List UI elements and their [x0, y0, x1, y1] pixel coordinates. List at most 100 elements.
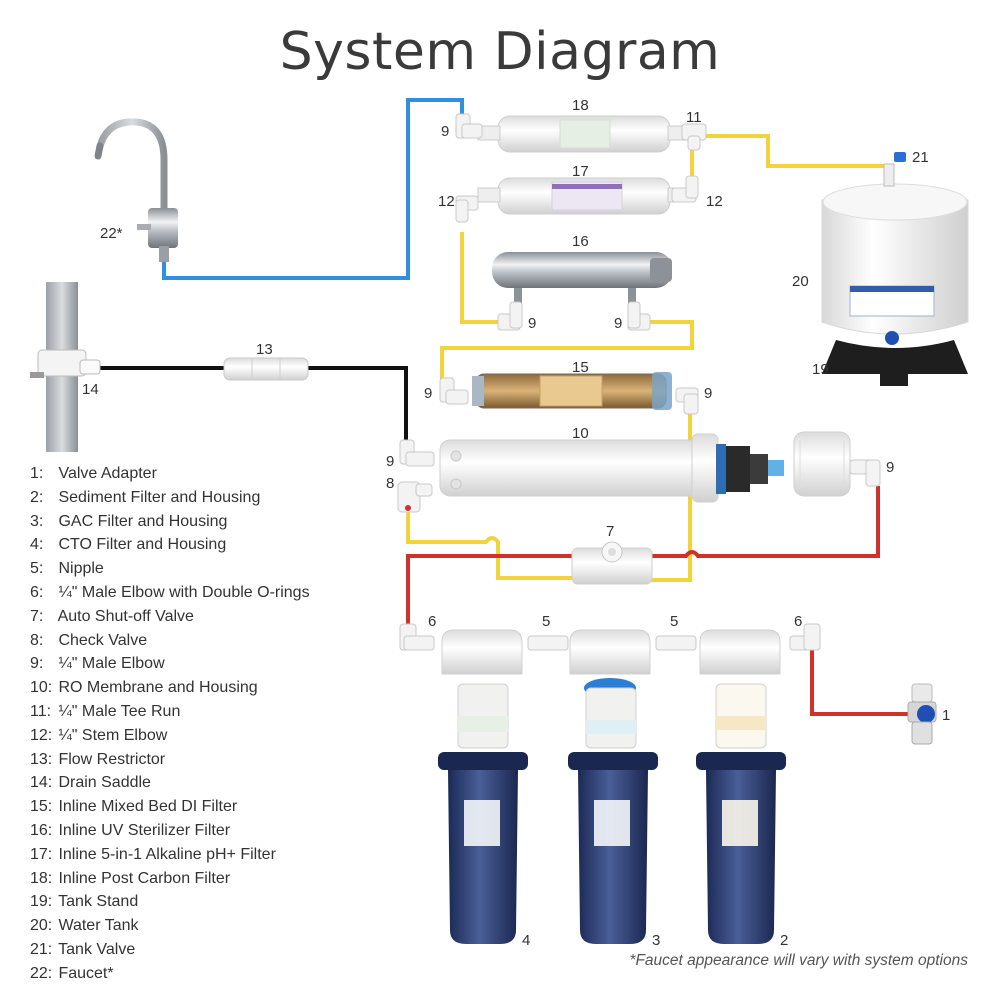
gac-filter-housing: [568, 629, 658, 944]
legend-item: 8: Check Valve: [30, 629, 310, 653]
legend-item: 15: Inline Mixed Bed DI Filter: [30, 795, 310, 819]
legend-number: 4:: [30, 536, 44, 554]
legend-text: Inline Post Carbon Filter: [58, 869, 231, 887]
legend-text: Sediment Filter and Housing: [58, 488, 261, 506]
callout-16: 16: [572, 233, 589, 250]
inline-di-filter: [472, 372, 672, 410]
legend-item: 5: Nipple: [30, 557, 310, 581]
legend-text: Valve Adapter: [58, 465, 157, 482]
legend-number: 5:: [30, 560, 44, 578]
callout-15: 15: [572, 359, 589, 376]
legend-text: ¼" Male Elbow with Double O-rings: [58, 583, 310, 601]
legend-item: 16: Inline UV Sterilizer Filter: [30, 819, 310, 843]
legend-number: 15:: [30, 798, 53, 816]
feed-tubing: [406, 486, 910, 716]
callout-9-membrane-cap: 9: [886, 459, 894, 476]
tank-valve: [883, 152, 906, 187]
legend-number: 3:: [30, 512, 44, 530]
callout-5-left: 5: [542, 613, 550, 630]
faucet-footnote: *Faucet appearance will vary with system…: [629, 952, 968, 969]
legend-number: 12:: [30, 726, 53, 744]
callout-13: 13: [256, 341, 273, 358]
legend-number: 18:: [30, 869, 53, 887]
callout-9-di-out: 9: [704, 385, 712, 402]
callout-8: 8: [386, 475, 394, 492]
product-tubing: [406, 134, 890, 582]
callout-9-membrane-in: 9: [386, 453, 394, 470]
inline-post-carbon-filter: [477, 115, 691, 153]
diagram-title: System Diagram: [279, 22, 721, 82]
callout-14: 14: [82, 381, 99, 398]
check-valve: [397, 481, 433, 513]
legend-number: 1:: [30, 465, 44, 482]
callout-6-right: 6: [794, 613, 802, 630]
legend-text: CTO Filter and Housing: [58, 536, 227, 554]
valve-adapter: [907, 683, 937, 745]
legend-item: 1: Valve Adapter: [30, 462, 310, 486]
legend-number: 6:: [30, 583, 44, 601]
callout-9-uv-out: 9: [614, 315, 622, 332]
legend-item: 6: ¼" Male Elbow with Double O-rings: [30, 581, 310, 605]
legend-number: 13:: [30, 750, 53, 768]
legend-item: 4: CTO Filter and Housing: [30, 533, 310, 557]
callout-7: 7: [606, 523, 614, 540]
callout-1: 1: [942, 707, 950, 724]
legend-item: 19: Tank Stand: [30, 890, 310, 914]
legend-number: 10:: [30, 679, 53, 697]
legend-item: 22: Faucet*: [30, 962, 310, 986]
callout-labels: 1 2 3 4 5 5 6 6 7 8 9 9 9 9 9 9 9 10 11 …: [82, 97, 950, 949]
water-tank: [821, 183, 969, 345]
callout-3: 3: [652, 932, 660, 949]
legend-number: 21:: [30, 940, 53, 958]
callout-18: 18: [572, 97, 589, 114]
legend-number: 22:: [30, 964, 53, 982]
flow-restrictor: [223, 357, 309, 381]
elbow-fittings: [399, 113, 881, 651]
legend-number: 16:: [30, 821, 53, 839]
drain-tubing: [96, 366, 408, 446]
legend-item: 3: GAC Filter and Housing: [30, 510, 310, 534]
legend-text: Tank Valve: [58, 940, 136, 958]
legend-item: 10: RO Membrane and Housing: [30, 676, 310, 700]
legend-text: Auto Shut-off Valve: [57, 607, 194, 625]
legend-text: Inline Mixed Bed DI Filter: [58, 798, 238, 816]
faucet-tubing: [162, 98, 464, 280]
legend-text: Check Valve: [58, 631, 148, 649]
drain-saddle: [30, 349, 101, 378]
legend-text: ¼" Male Elbow: [58, 655, 165, 673]
legend-number: 8:: [30, 631, 44, 649]
auto-shutoff-valve: [571, 541, 653, 585]
legend-text: GAC Filter and Housing: [58, 512, 228, 530]
legend-text: Inline 5-in-1 Alkaline pH+ Filter: [58, 845, 276, 863]
cto-filter-housing: [438, 629, 528, 944]
legend-number: 20:: [30, 917, 53, 935]
legend-text: Faucet*: [58, 964, 114, 982]
legend-text: Flow Restrictor: [58, 750, 166, 768]
legend-item: 12: ¼" Stem Elbow: [30, 724, 310, 748]
callout-9-post-in: 9: [441, 123, 449, 140]
callout-6-left: 6: [428, 613, 436, 630]
callout-12-left: 12: [438, 193, 455, 210]
callout-9-uv-in: 9: [528, 315, 536, 332]
legend-number: 17:: [30, 845, 53, 863]
callout-17: 17: [572, 163, 589, 180]
legend-item: 21: Tank Valve: [30, 938, 310, 962]
ro-membrane-housing: [439, 431, 851, 503]
callout-22: 22*: [100, 225, 123, 242]
legend-number: 11:: [30, 702, 52, 720]
legend-item: 13: Flow Restrictor: [30, 748, 310, 772]
legend-item: 20: Water Tank: [30, 914, 310, 938]
inline-uv-sterilizer: [492, 252, 672, 304]
legend-item: 9: ¼" Male Elbow: [30, 652, 310, 676]
legend-number: 2:: [30, 488, 44, 506]
legend-number: 9:: [30, 655, 44, 673]
sediment-filter-housing: [696, 629, 786, 944]
callout-5-right: 5: [670, 613, 678, 630]
legend-text: Tank Stand: [58, 893, 139, 911]
legend-text: Water Tank: [58, 917, 139, 935]
legend-number: 19:: [30, 893, 53, 911]
callout-4: 4: [522, 932, 530, 949]
legend-number: 7:: [30, 607, 44, 625]
callout-20: 20: [792, 273, 809, 290]
